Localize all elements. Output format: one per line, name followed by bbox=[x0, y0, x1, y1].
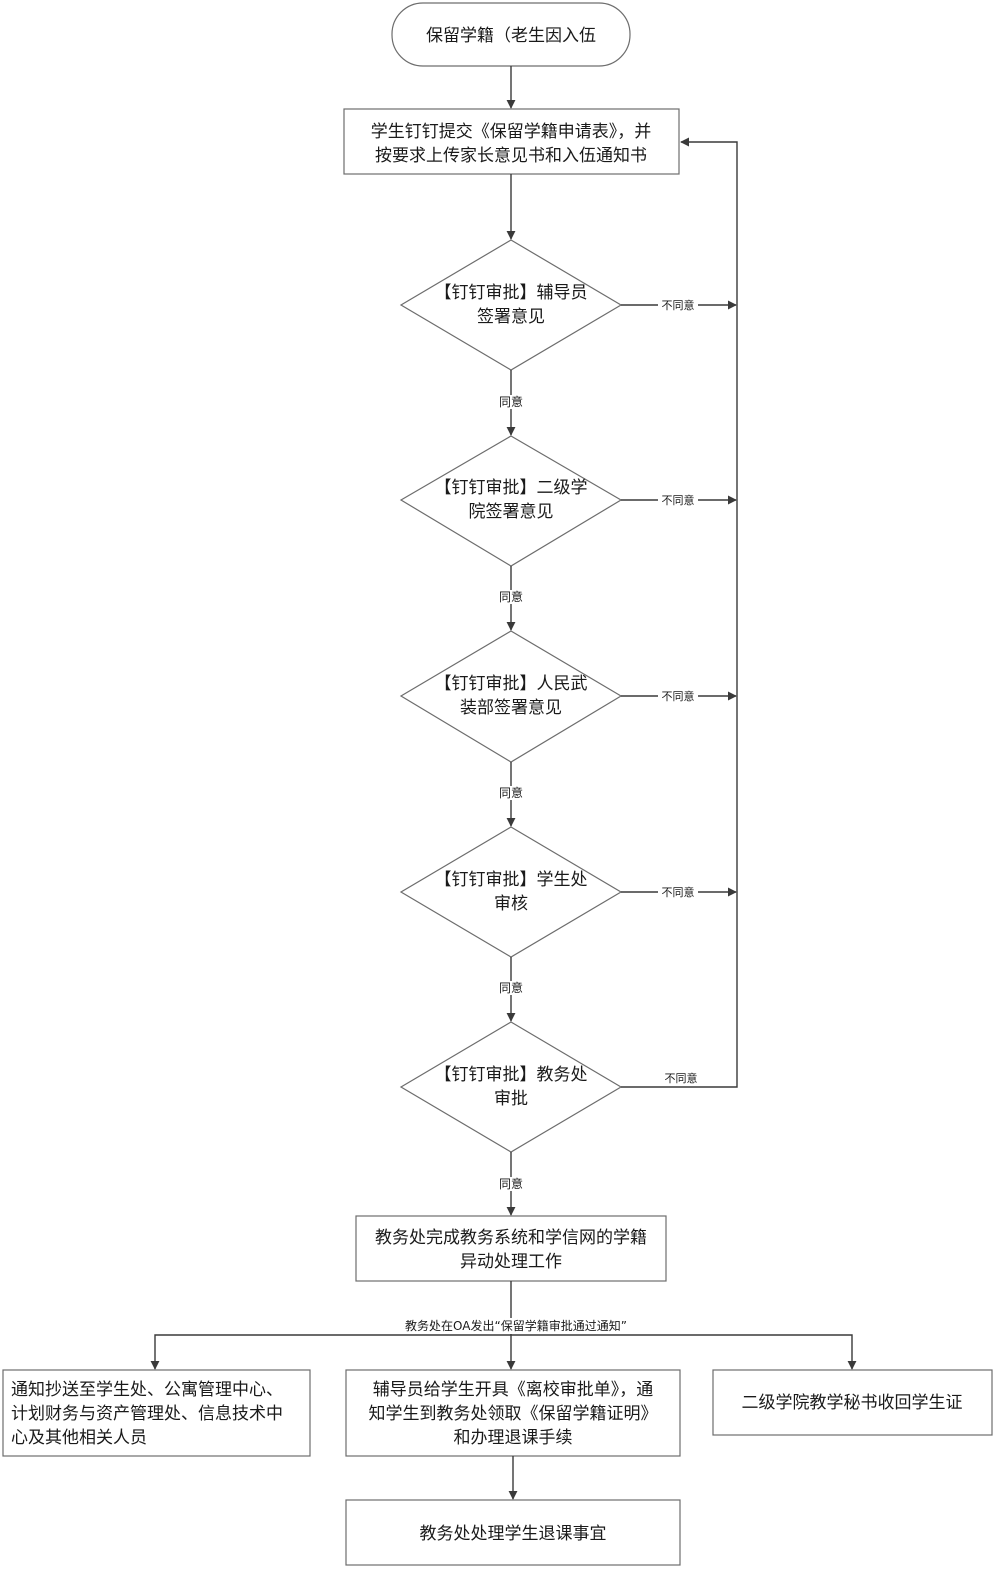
start-label: 保留学籍（老生因入伍 bbox=[426, 26, 596, 46]
submit-node: 学生钉钉提交《保留学籍申请表》，并 按要求上传家长意见书和入伍通知书 bbox=[343, 108, 680, 175]
submit-label-line2: 按要求上传家长意见书和入伍通知书 bbox=[375, 146, 647, 166]
edge-split-right bbox=[511, 1334, 857, 1370]
decision-academic-affairs-line2: 审批 bbox=[494, 1089, 528, 1109]
process-status-line1: 教务处完成教务系统和学信网的学籍 bbox=[375, 1228, 647, 1248]
oa-notice-label: 教务处在OA发出“保留学籍审批通过通知” bbox=[405, 1318, 627, 1333]
agree-label: 同意 bbox=[499, 785, 523, 800]
branch-left-line2: 计划财务与资产管理处、信息技术中 bbox=[11, 1404, 283, 1424]
final-label: 教务处处理学生退课事宜 bbox=[420, 1524, 607, 1544]
branch-middle-line3: 和办理退课手续 bbox=[454, 1428, 573, 1448]
branch-left-line1: 通知抄送至学生处、公寓管理中心、 bbox=[11, 1380, 283, 1400]
decision-college: 【钉钉审批】二级学 院签署意见 bbox=[399, 435, 623, 567]
agree-label: 同意 bbox=[499, 1176, 523, 1191]
decision-armed-forces-line1: 【钉钉审批】人民武 bbox=[435, 674, 588, 694]
disagree-label: 不同意 bbox=[662, 885, 695, 899]
disagree-label: 不同意 bbox=[665, 1071, 698, 1085]
agree-label: 同意 bbox=[499, 589, 523, 604]
edge-return-loop bbox=[621, 137, 738, 1088]
branch-middle-line2: 知学生到教务处领取《保留学籍证明》 bbox=[369, 1404, 658, 1424]
submit-label-line1: 学生钉钉提交《保留学籍申请表》，并 bbox=[371, 122, 652, 142]
decision-college-line2: 院签署意见 bbox=[469, 502, 554, 522]
agree-label: 同意 bbox=[499, 980, 523, 995]
final-node: 教务处处理学生退课事宜 bbox=[345, 1499, 681, 1566]
decision-student-affairs-line2: 审核 bbox=[494, 894, 528, 914]
decision-counselor: 【钉钉审批】辅导员 签署意见 bbox=[399, 239, 623, 371]
decision-counselor-line2: 签署意见 bbox=[477, 307, 545, 327]
decision-armed-forces-line2: 装部签署意见 bbox=[460, 698, 562, 718]
decision-counselor-line1: 【钉钉审批】辅导员 bbox=[435, 283, 588, 303]
disagree-labels: 不同意 不同意 不同意 不同意 不同意 bbox=[658, 298, 698, 1085]
decision-college-line1: 【钉钉审批】二级学 bbox=[435, 478, 588, 498]
branch-left-line3: 心及其他相关人员 bbox=[11, 1428, 147, 1448]
decision-academic-affairs: 【钉钉审批】教务处 审批 bbox=[399, 1021, 623, 1153]
agree-labels: 同意 同意 同意 同意 同意 bbox=[494, 394, 528, 1191]
disagree-label: 不同意 bbox=[662, 493, 695, 507]
branch-right-line1: 二级学院教学秘书收回学生证 bbox=[742, 1393, 963, 1413]
branch-right-node: 二级学院教学秘书收回学生证 bbox=[712, 1369, 993, 1436]
branch-left-node: 通知抄送至学生处、公寓管理中心、 计划财务与资产管理处、信息技术中 心及其他相关… bbox=[2, 1369, 311, 1457]
start-node: 保留学籍（老生因入伍 bbox=[391, 2, 631, 67]
process-status-line2: 异动处理工作 bbox=[460, 1252, 562, 1272]
edge-split-left bbox=[150, 1334, 511, 1370]
decision-student-affairs-line1: 【钉钉审批】学生处 bbox=[435, 870, 588, 890]
branch-middle-line1: 辅导员给学生开具《离校审批单》，通 bbox=[373, 1380, 654, 1400]
disagree-label: 不同意 bbox=[662, 689, 695, 703]
process-status-node: 教务处完成教务系统和学信网的学籍 异动处理工作 bbox=[355, 1215, 667, 1282]
disagree-label: 不同意 bbox=[662, 298, 695, 312]
agree-label: 同意 bbox=[499, 394, 523, 409]
decision-armed-forces: 【钉钉审批】人民武 装部签署意见 bbox=[399, 630, 623, 763]
decision-student-affairs: 【钉钉审批】学生处 审核 bbox=[399, 826, 623, 958]
branch-middle-node: 辅导员给学生开具《离校审批单》，通 知学生到教务处领取《保留学籍证明》 和办理退… bbox=[345, 1369, 681, 1457]
decision-academic-affairs-line1: 【钉钉审批】教务处 bbox=[435, 1065, 588, 1085]
